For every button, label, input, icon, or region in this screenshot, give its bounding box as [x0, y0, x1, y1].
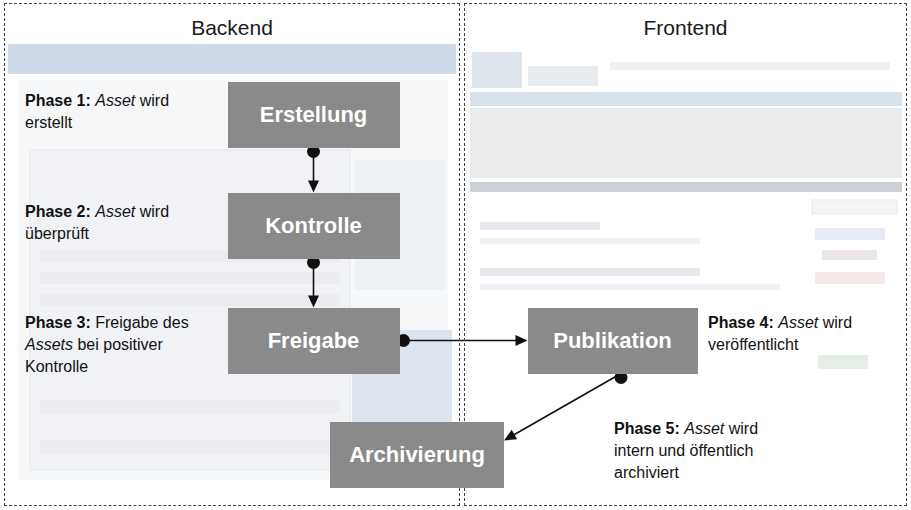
box-label: Freigabe	[268, 328, 360, 354]
connector-line	[400, 340, 517, 342]
text-line	[480, 268, 700, 276]
phase-number: Phase 3:	[25, 314, 91, 331]
teaser-word	[815, 228, 885, 240]
process-box: Erstellung	[228, 82, 400, 148]
flow-arrow	[397, 334, 528, 347]
process-box: Archivierung	[330, 422, 504, 488]
phase-note: Phase 5: Asset wird intern und öffentlic…	[614, 418, 792, 484]
box-label: Publikation	[553, 328, 672, 354]
phase-note: Phase 4: Asset wird veröffentlicht	[708, 312, 900, 356]
flow-arrow	[504, 371, 628, 440]
phase-number: Phase 5:	[614, 420, 680, 437]
form-field	[40, 294, 340, 306]
process-box: Publikation	[528, 308, 698, 374]
phase-note: Phase 2: Asset wird überprüft	[25, 201, 220, 245]
phase-text: Asset	[95, 203, 135, 220]
arrow-head	[504, 430, 517, 441]
box-label: Archivierung	[349, 442, 485, 468]
process-box: Kontrolle	[228, 193, 400, 259]
text-line	[480, 238, 700, 244]
phase-text: Freigabe des	[95, 314, 188, 331]
process-box: Freigabe	[228, 308, 400, 374]
phase-number: Phase 4:	[708, 314, 774, 331]
arrow-head	[516, 335, 528, 346]
region-heading: Frontend	[465, 16, 906, 40]
box-label: Kontrolle	[265, 213, 362, 239]
logo-block	[472, 52, 522, 88]
form-field	[40, 400, 340, 414]
teaser-word	[822, 250, 877, 260]
phase-number: Phase 2:	[25, 203, 91, 220]
backend-screenshot	[8, 44, 456, 480]
search-field	[812, 200, 897, 214]
region-heading: Backend	[5, 16, 459, 40]
phase-text: Assets	[25, 336, 73, 353]
tagline-bar	[610, 62, 890, 70]
form-field	[40, 440, 340, 454]
arrow-head	[308, 181, 319, 193]
phase-text: Asset	[95, 92, 135, 109]
text-line	[480, 284, 780, 290]
phase-note: Phase 1: Asset wird erstellt	[25, 90, 220, 134]
header-image	[470, 108, 902, 178]
arrow-head	[308, 296, 319, 308]
flow-arrow	[307, 256, 320, 308]
connector-line	[514, 374, 621, 436]
menu-bar	[8, 44, 456, 74]
phase-number: Phase 1:	[25, 92, 91, 109]
phase-text: Asset	[684, 420, 724, 437]
phase-text: Asset	[778, 314, 818, 331]
flow-arrow	[307, 145, 320, 193]
logo-block	[528, 66, 598, 86]
text-line	[480, 222, 600, 230]
form-field	[40, 272, 340, 284]
teaser-word	[815, 272, 885, 284]
phase-note: Phase 3: Freigabe des Assets bei positiv…	[25, 312, 193, 378]
ticker-bar	[470, 182, 902, 192]
box-label: Erstellung	[260, 102, 368, 128]
button	[818, 355, 868, 369]
nav-bar	[470, 92, 902, 106]
